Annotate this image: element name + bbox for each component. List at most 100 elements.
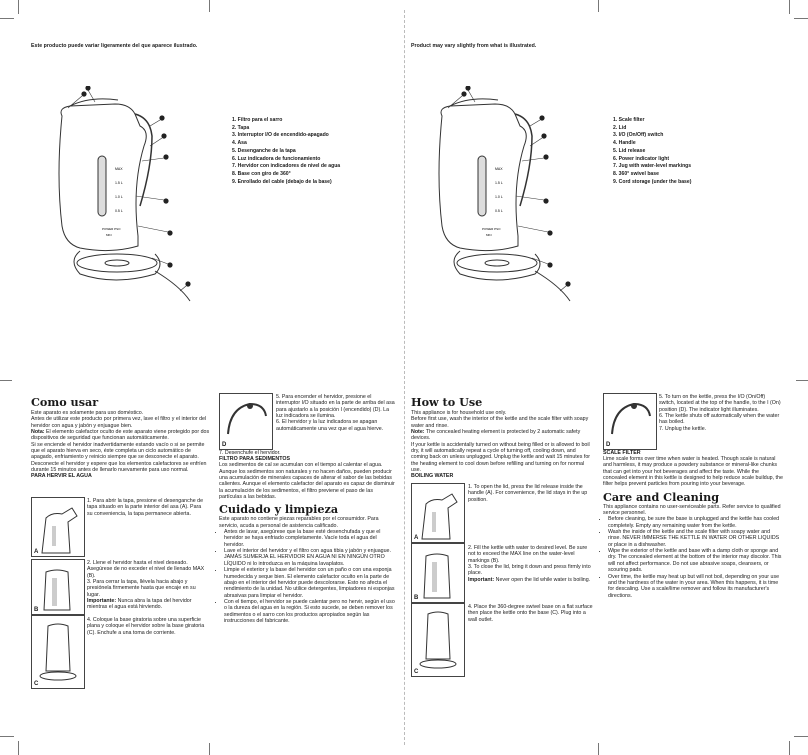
subsection-title: BOILING WATER	[411, 473, 454, 480]
parts-item: 9. Cord storage (under the base)	[613, 178, 692, 185]
kettle-lid-open-illustration	[41, 507, 78, 554]
kettle-on-base-illustration	[419, 611, 457, 669]
bullet-item: Before cleaning, be sure the base is unp…	[608, 516, 783, 529]
parts-item: 9. Enrollado del cable (debajo de la bas…	[232, 178, 332, 185]
kettle-diagram-english: MAX 1.5 L 1.0 L 0.5 L POWER PSO MIN	[438, 86, 571, 302]
step-image-a: A	[411, 483, 465, 543]
important-text: Nunca abra la tapa del hervidor mientras…	[87, 598, 192, 611]
image-label: A	[414, 535, 419, 541]
image-label: A	[34, 549, 39, 555]
parts-item: 1. Scale filter	[613, 117, 645, 123]
subsection-title: SCALE FILTER	[603, 450, 641, 456]
image-label: D	[606, 442, 611, 448]
important-text: Never open the lid while water is boilin…	[494, 576, 591, 583]
important-label: Importante:	[87, 598, 117, 605]
step-5: 5. To turn on the kettle, press the I/O …	[659, 394, 781, 413]
parts-item: 6. Luz indicadora de funcionamiento	[232, 155, 321, 162]
diagram-label: 0.5 L	[495, 209, 503, 213]
parts-item: 7. Hervidor con indicadores de nivel de …	[232, 163, 341, 170]
step-7: 7. Unplug the kettle.	[659, 425, 707, 432]
paragraph: Si se enciende el hervidor inadvertidame…	[31, 441, 207, 474]
step-4: 4. Place the 360-degree swivel base on a…	[468, 604, 593, 623]
section-body: This appliance is for household use only…	[411, 410, 593, 473]
crop-mark	[789, 0, 790, 14]
spanish-col2-body: 7. Desenchufe el hervidor. FILTRO PARA S…	[219, 450, 397, 624]
bullet-item: Wipe the exterior of the kettle and base…	[608, 548, 783, 573]
section-title: Care and Cleaning	[603, 489, 720, 504]
crop-mark	[209, 0, 210, 12]
kettle-diagram-spanish: MAX 1.5 L 1.0 L 0.5 L POWER PSO MIN	[58, 86, 191, 302]
important-note: Importante: Nunca abra la tapa del hervi…	[87, 598, 207, 611]
diagram-label: POWER PSO	[482, 227, 501, 231]
subsection-title: PARA HERVIR EL AGUA	[31, 473, 92, 480]
crop-mark	[0, 18, 14, 19]
steps-5-7: 5. To turn on the kettle, press the I/O …	[659, 394, 781, 432]
crop-mark	[794, 736, 808, 737]
parts-item: 7. Jug with water-level markings	[613, 163, 692, 170]
step-1: 1. To open the lid, press the lid releas…	[468, 484, 588, 503]
switch-press-illustration	[227, 402, 267, 435]
bullet-item: Limpie el exterior y la base del hervido…	[224, 567, 397, 599]
important-note: Important: Never open the lid while wate…	[468, 577, 593, 583]
crop-mark	[0, 736, 14, 737]
image-label: C	[414, 669, 419, 675]
kettle-fill-illustration	[423, 553, 451, 599]
crop-mark	[209, 743, 210, 755]
paragraph: Nota: El elemento calefactor oculto de e…	[31, 429, 211, 442]
section-title: Como usar	[31, 395, 99, 409]
paragraph: Note: The concealed heating element is p…	[411, 429, 593, 442]
step-2: 2. Llene el hervidor hasta el nivel dese…	[87, 560, 205, 579]
parts-item: 1. Filtro para el sarro	[232, 117, 283, 123]
parts-item: 3. Interruptor I/O de encendido-apagado	[232, 132, 329, 139]
care-intro: This appliance contains no user-servicea…	[603, 503, 781, 517]
paragraph: If your kettle is accidentally turned on…	[411, 441, 591, 474]
step-5: 5. Para encender el hervidor, presione e…	[276, 394, 395, 420]
como-usar-section: Como usar Este aparato es solamente para…	[31, 395, 211, 479]
steps-5-6: 5. Para encender el hervidor, presione e…	[276, 394, 396, 432]
kettle-on-base-illustration	[39, 623, 77, 681]
step-6: 6. El hervidor y la luz indicadora se ap…	[276, 419, 384, 432]
diagram-label: MAX	[115, 167, 123, 171]
step-7: 7. Desenchufe el hervidor.	[219, 450, 281, 456]
step-image-b: B	[411, 543, 465, 603]
parts-item: 5. Lid release	[613, 147, 646, 154]
step-image-d: D	[219, 393, 273, 450]
step-image-c: C	[411, 603, 465, 677]
diagram-label: 1.0 L	[495, 195, 503, 199]
parts-item: 4. Asa	[232, 140, 247, 147]
english-parts-list: 1. Scale filter 2. Lid 3. I/O (On/Off) s…	[613, 117, 691, 186]
parts-item: 2. Lid	[613, 124, 627, 131]
parts-item: 8. 360° swivel base	[613, 170, 659, 177]
diagram-label: POWER PSO	[102, 227, 121, 231]
crop-mark	[18, 0, 19, 14]
note-label: Nota:	[31, 429, 45, 436]
note-text: El elemento calefactor oculto de este ap…	[31, 429, 210, 442]
diagram-label: MAX	[495, 167, 503, 171]
scale-text: Lime scale forms over time when water is…	[603, 456, 783, 488]
diagram-label: 1.0 L	[115, 195, 123, 199]
step-image-c: C	[31, 615, 85, 689]
diagram-label: MIN	[106, 233, 112, 237]
parts-item: 6. Power indicator light	[613, 155, 670, 162]
steps-2-3: 2. Fill the kettle with water to desired…	[468, 545, 593, 583]
step-6: 6. The kettle shuts off automatically wh…	[659, 413, 780, 426]
spanish-parts-list: 1. Filtro para el sarro 2. Tapa 3. Inter…	[232, 117, 340, 186]
cuidado-intro: Este aparato no contiene piezas reparabl…	[219, 516, 379, 529]
note-label: Note:	[411, 429, 425, 436]
note-text: The concealed heating element is protect…	[411, 429, 581, 442]
section-title: How to Use	[411, 395, 483, 409]
bullet-item: Antes de lavar, asegúrese que la base es…	[224, 529, 397, 548]
parts-item: 8. Base con giro de 360°	[232, 170, 291, 177]
step-3: 3. To close the lid, bring it down and p…	[468, 564, 591, 577]
step-image-a: A	[31, 497, 85, 557]
image-label: B	[414, 595, 419, 601]
crop-mark	[18, 741, 19, 755]
image-label: C	[34, 681, 39, 687]
parts-item: 3. I/O (On/Off) switch	[613, 132, 664, 139]
step-2: 2. Fill the kettle with water to desired…	[468, 545, 588, 564]
step-1: 1. Para abrir la tapa, presione el desen…	[87, 498, 204, 517]
center-fold-line	[404, 10, 405, 745]
crop-mark	[598, 0, 599, 12]
step-4: 4. Coloque la base giratoria sobre una s…	[87, 617, 205, 636]
parts-item: 5. Desenganche de la tapa	[232, 147, 296, 154]
